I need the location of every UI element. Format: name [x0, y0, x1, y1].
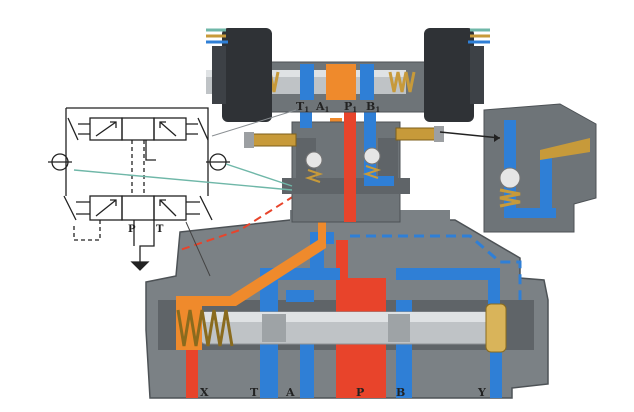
port-label-x: X	[200, 386, 209, 399]
port-label-y: Y	[477, 386, 486, 399]
leader-throttle	[73, 169, 293, 191]
symbol-main-box-center	[121, 195, 155, 221]
pilot-port-labels: T1 A1 P1 B1	[296, 100, 380, 114]
symbol-label-t: T	[156, 224, 164, 235]
port-x-channel	[186, 340, 198, 398]
symbol-pilot-box-center	[121, 117, 155, 141]
main-spool	[176, 303, 507, 353]
check-ball-right	[363, 147, 381, 165]
port-label-a: A	[285, 386, 295, 399]
main-spring	[176, 309, 234, 347]
pilot-label-t: T1	[296, 100, 309, 114]
port-label-b: B	[396, 386, 405, 399]
check-valve-inset	[483, 103, 597, 233]
throttle-screw-right	[395, 126, 444, 142]
pilot-label-b: B1	[366, 100, 380, 114]
pilot-label-a: A1	[315, 100, 330, 114]
port-label-p: P	[356, 386, 364, 399]
symbol-main-box-right	[153, 195, 187, 221]
leader-main	[185, 221, 211, 277]
leader-lines	[73, 109, 501, 277]
hydraulic-symbol	[48, 107, 230, 271]
leader-inset	[439, 131, 501, 139]
pilot-label-p: P1	[344, 100, 357, 114]
pilot-pressure-channel	[344, 112, 356, 222]
inset-check-ball	[499, 167, 521, 189]
port-label-t: T	[250, 386, 259, 399]
pilot-tank-channel	[364, 112, 376, 182]
symbol-label-p: P	[128, 224, 136, 235]
main-port-labels: X T A P B Y	[200, 386, 486, 399]
solenoid-right	[424, 28, 490, 122]
throttle-screw-left	[244, 132, 297, 148]
leader-pilot	[211, 109, 297, 137]
symbol-pilot-box-right	[153, 117, 187, 141]
solenoid-left	[206, 28, 272, 122]
check-ball-left	[305, 151, 323, 169]
pilot-valve-body	[282, 112, 410, 223]
